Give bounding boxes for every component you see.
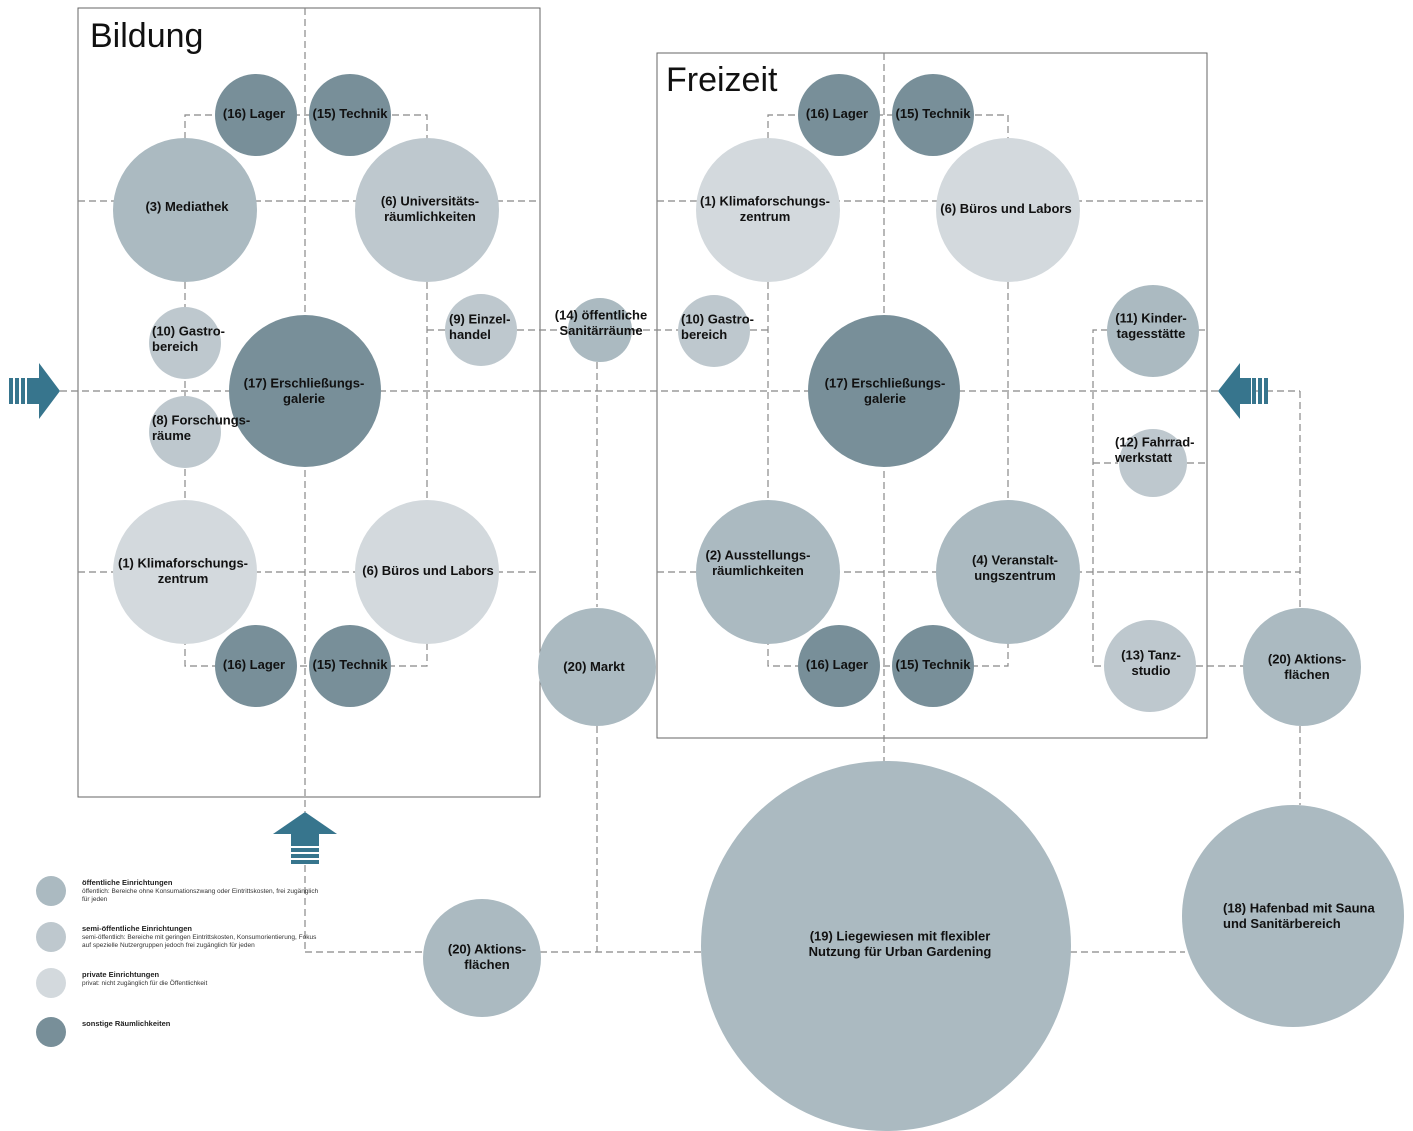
- label-b-bueros: (6) Büros und Labors: [362, 563, 493, 578]
- room-circles: [113, 74, 1404, 1131]
- legend-title-public: öffentliche Einrichtungen: [82, 878, 173, 887]
- node-f-veranstalt: [936, 500, 1080, 644]
- node-f-bueros: [936, 138, 1080, 282]
- label-b-lager-bot: (16) Lager: [223, 657, 285, 672]
- freizeit-frame: [656, 52, 1208, 739]
- node-f-lager-top: [798, 74, 880, 156]
- node-f-technik-top: [892, 74, 974, 156]
- node-b-klima: [113, 500, 257, 644]
- node-b-lager-bot: [215, 625, 297, 707]
- bildung-title: Bildung: [90, 17, 203, 55]
- legend-desc-semi-public: semi-öffentlich: Bereiche mit geringen E…: [82, 934, 317, 949]
- entrance-arrow-right: [1218, 363, 1268, 419]
- node-b-technik-top: [309, 74, 391, 156]
- node-b-einzel: [445, 294, 517, 366]
- legend-item-private: private Einrichtungen privat: nicht zugä…: [36, 964, 326, 1004]
- label-f-bueros: (6) Büros und Labors: [940, 201, 1071, 216]
- legend-item-other: sonstige Räumlichkeiten: [36, 1013, 326, 1053]
- node-markt: [538, 608, 656, 726]
- node-liegewiesen: [701, 761, 1071, 1131]
- legend-title-semi-public: semi-öffentliche Einrichtungen: [82, 924, 193, 933]
- label-f-technik-top: (15) Technik: [896, 106, 972, 121]
- label-aktion-right: (20) Aktions-flächen: [1268, 651, 1346, 682]
- entrance-arrow-bottom: [273, 812, 337, 864]
- node-b-lager-top: [215, 74, 297, 156]
- bildung-frame: [77, 7, 541, 798]
- label-f-lager-bot: (16) Lager: [806, 657, 868, 672]
- node-f-ausstellung: [696, 500, 840, 644]
- legend-item-semi-public: semi-öffentliche Einrichtungen semi-öffe…: [36, 918, 326, 958]
- label-b-einzel: (9) Einzel-handel: [449, 311, 510, 342]
- legend-desc-private: privat: nicht zugänglich für die Öffentl…: [82, 980, 208, 987]
- label-aktion-left: (20) Aktions-flächen: [448, 941, 526, 972]
- legend-title-other: sonstige Räumlichkeiten: [82, 1019, 171, 1028]
- label-f-gastro: (10) Gastro-bereich: [681, 311, 754, 342]
- label-b-klima: (1) Klimaforschungs-zentrum: [118, 555, 248, 586]
- label-b-mediathek: (3) Mediathek: [145, 199, 229, 214]
- label-b-erschl: (17) Erschließungs-galerie: [244, 375, 365, 406]
- node-aktion-right: [1243, 608, 1361, 726]
- node-f-tanz: [1104, 620, 1196, 712]
- label-b-technik-bot: (15) Technik: [313, 657, 389, 672]
- node-b-erschl: [229, 315, 381, 467]
- node-b-uni: [355, 138, 499, 282]
- label-b-technik-top: (15) Technik: [313, 106, 389, 121]
- label-b-lager-top: (16) Lager: [223, 106, 285, 121]
- label-f-ausstellung: (2) Ausstellungs-räumlichkeiten: [706, 547, 811, 578]
- label-b-gastro: (10) Gastro-bereich: [152, 323, 225, 354]
- label-f-klima: (1) Klimaforschungs-zentrum: [700, 193, 830, 224]
- label-f-erschl: (17) Erschließungs-galerie: [825, 375, 946, 406]
- legend-item-public: öffentliche Einrichtungen öffentlich: Be…: [36, 872, 326, 912]
- legend-desc-public: öffentlich: Bereiche ohne Konsumationszw…: [82, 888, 319, 903]
- node-b-forschung: [149, 396, 221, 468]
- label-f-tanz: (13) Tanz-studio: [1121, 647, 1181, 678]
- label-f-technik-bot: (15) Technik: [896, 657, 972, 672]
- node-b-bueros: [355, 500, 499, 644]
- node-f-kita: [1107, 285, 1199, 377]
- legend-swatch-public: [36, 876, 66, 906]
- legend-swatch-other: [36, 1017, 66, 1047]
- label-markt: (20) Markt: [563, 659, 625, 674]
- label-f-fahrrad: (12) Fahrrad-werkstatt: [1114, 434, 1194, 465]
- node-f-klima: [696, 138, 840, 282]
- entrance-arrow-left: [9, 363, 60, 419]
- node-sanitaer: [568, 298, 632, 362]
- node-f-technik-bot: [892, 625, 974, 707]
- node-hafenbad: [1182, 805, 1404, 1027]
- freizeit-title: Freizeit: [666, 61, 778, 99]
- node-b-technik-bot: [309, 625, 391, 707]
- label-f-veranstalt: (4) Veranstalt-ungszentrum: [972, 552, 1058, 583]
- node-b-mediathek: [113, 138, 257, 282]
- legend-title-private: private Einrichtungen: [82, 970, 160, 979]
- label-b-forschung: (8) Forschungs-räume: [152, 412, 250, 443]
- node-b-gastro: [149, 307, 221, 379]
- node-f-fahrrad: [1119, 429, 1187, 497]
- node-f-erschl: [808, 315, 960, 467]
- label-f-lager-top: (16) Lager: [806, 106, 868, 121]
- node-f-lager-bot: [798, 625, 880, 707]
- node-aktion-left: [423, 899, 541, 1017]
- legend-swatch-semi-public: [36, 922, 66, 952]
- legend-swatch-private: [36, 968, 66, 998]
- label-f-kita: (11) Kinder-tagesstätte: [1115, 310, 1187, 341]
- room-labels: (16) Lager (15) Technik (3) Mediathek (6…: [118, 106, 1375, 972]
- node-f-gastro: [678, 295, 750, 367]
- label-b-uni: (6) Universitäts-räumlichkeiten: [381, 193, 479, 224]
